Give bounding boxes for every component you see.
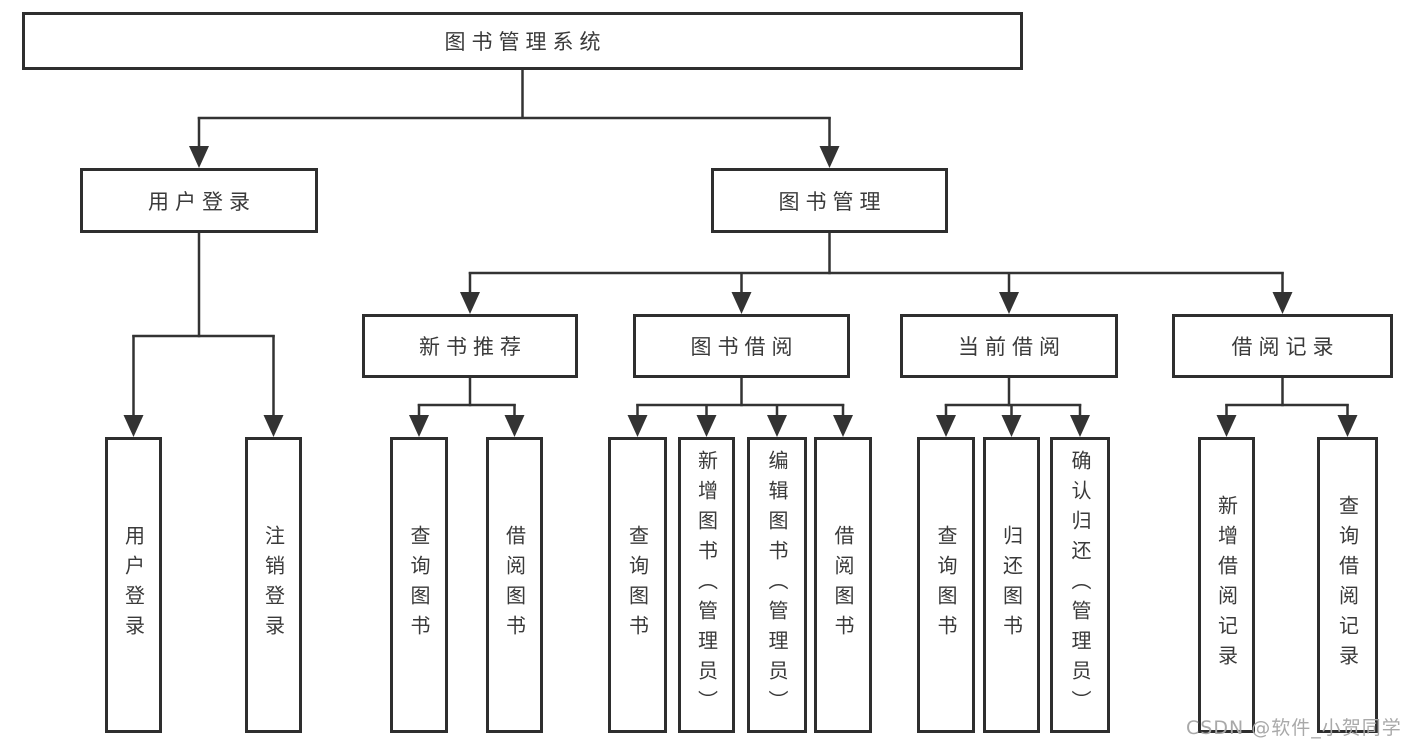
leaf-newbook-borrow-book: 借阅图书	[486, 437, 543, 733]
node-book-borrow-label: 图书借阅	[690, 335, 799, 359]
node-current-borrow-label: 当前借阅	[958, 335, 1066, 359]
connector-book-management-to-level3	[468, 233, 1284, 297]
node-current-borrow: 当前借阅	[900, 314, 1118, 378]
connector-user-login-to-leaves	[132, 233, 275, 420]
leaf-logout-label: 注销登录	[261, 525, 286, 645]
leaf-current-confirm-return-admin-label: 确认归还（管理员）	[1068, 450, 1092, 720]
node-root-system: 图书管理系统	[22, 12, 1023, 70]
leaf-borrow-add-book-admin-label: 新增图书（管理员）	[694, 450, 719, 720]
leaf-current-query-book-label: 查询图书	[934, 525, 958, 645]
node-borrow-records-label: 借阅记录	[1231, 335, 1340, 359]
leaf-newbook-borrow-book-label: 借阅图书	[502, 525, 527, 645]
node-borrow-records: 借阅记录	[1172, 314, 1393, 378]
leaf-borrow-query-book: 查询图书	[608, 437, 667, 733]
node-book-management: 图书管理	[711, 168, 948, 233]
connector-root-to-level2	[197, 70, 831, 150]
connector-current-borrow-to-leaves	[944, 378, 1082, 420]
connector-new-book-to-leaves	[417, 378, 516, 420]
leaf-records-query-record: 查询借阅记录	[1317, 437, 1378, 733]
connector-book-borrow-to-leaves	[636, 378, 845, 420]
connector-borrow-records-to-leaves	[1225, 378, 1349, 420]
leaf-user-login-label: 用户登录	[121, 525, 146, 645]
leaf-borrow-borrow-book-label: 借阅图书	[831, 525, 855, 645]
leaf-borrow-borrow-book: 借阅图书	[814, 437, 872, 733]
node-book-management-label: 图书管理	[778, 189, 887, 214]
leaf-borrow-edit-book-admin: 编辑图书（管理员）	[747, 437, 807, 733]
csdn-watermark: CSDN @软件_小贺同学	[1186, 717, 1402, 739]
node-book-borrow: 图书借阅	[633, 314, 850, 378]
leaf-borrow-query-book-label: 查询图书	[625, 525, 650, 645]
node-root-system-label: 图书管理系统	[444, 30, 607, 54]
leaf-logout: 注销登录	[245, 437, 302, 733]
leaf-current-query-book: 查询图书	[917, 437, 975, 733]
leaf-records-add-record: 新增借阅记录	[1198, 437, 1255, 733]
node-new-book-recommend: 新书推荐	[362, 314, 578, 378]
leaf-newbook-query-book-label: 查询图书	[407, 525, 431, 645]
leaf-records-add-record-label: 新增借阅记录	[1214, 495, 1239, 675]
leaf-borrow-add-book-admin: 新增图书（管理员）	[678, 437, 735, 733]
leaf-current-confirm-return-admin: 确认归还（管理员）	[1050, 437, 1110, 733]
node-new-book-recommend-label: 新书推荐	[419, 335, 527, 359]
leaf-user-login: 用户登录	[105, 437, 162, 733]
leaf-current-return-book-label: 归还图书	[999, 525, 1024, 645]
node-user-login-label: 用户登录	[148, 189, 256, 214]
leaf-newbook-query-book: 查询图书	[390, 437, 448, 733]
leaf-current-return-book: 归还图书	[983, 437, 1040, 733]
leaf-borrow-edit-book-admin-label: 编辑图书（管理员）	[765, 450, 789, 720]
node-user-login: 用户登录	[80, 168, 318, 233]
leaf-records-query-record-label: 查询借阅记录	[1335, 495, 1360, 675]
